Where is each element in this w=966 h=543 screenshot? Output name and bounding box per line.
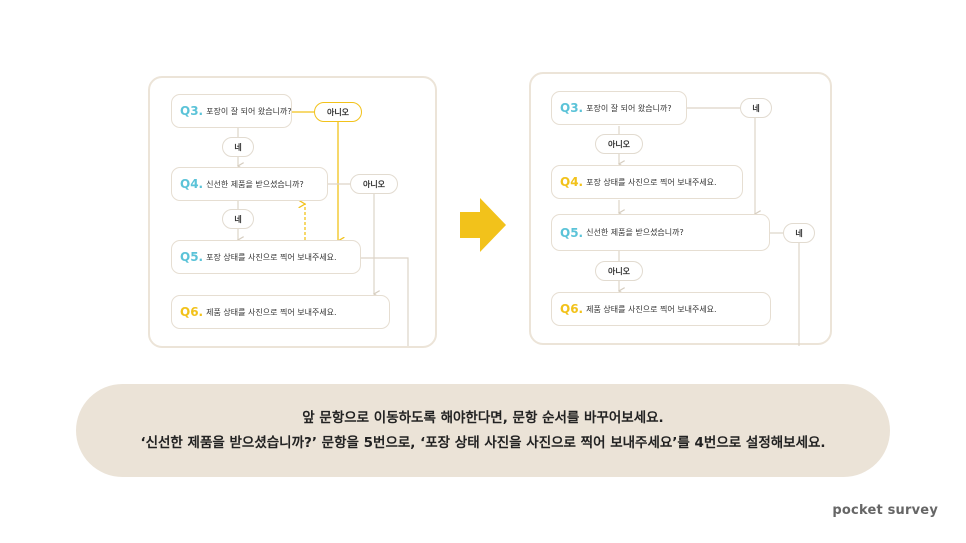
right-q6-number: Q6. [560,302,584,316]
right-q5-yes-pill[interactable]: 네 [783,223,815,243]
left-q4-number: Q4. [180,177,204,191]
left-q5-box[interactable]: Q5. 포장 상태를 사진으로 찍어 보내주세요. [171,240,361,274]
instruction-banner: 앞 문항으로 이동하도록 해야한다면, 문항 순서를 바꾸어보세요. ‘신선한 … [76,384,890,477]
right-q3-yes-pill[interactable]: 네 [740,98,772,118]
right-q3-box[interactable]: Q3. 포장이 잘 되어 왔습니까? [551,91,687,125]
left-q4-box[interactable]: Q4. 신선한 제품을 받으셨습니까? [171,167,328,201]
brand-logo: pocket survey [832,503,938,518]
left-q3-number: Q3. [180,104,204,118]
left-q6-box[interactable]: Q6. 제품 상태를 사진으로 찍어 보내주세요. [171,295,390,329]
right-q5-no-pill[interactable]: 아니오 [595,261,643,281]
left-q3-box[interactable]: Q3. 포장이 잘 되어 왔습니까? [171,94,292,128]
left-q5-number: Q5. [180,250,204,264]
right-q6-text: 제품 상태를 사진으로 찍어 보내주세요. [586,304,717,314]
right-q4-text: 포장 상태를 사진으로 찍어 보내주세요. [586,177,717,187]
left-q4-yes-pill[interactable]: 네 [222,209,254,229]
right-q5-number: Q5. [560,225,584,240]
right-q6-box[interactable]: Q6. 제품 상태를 사진으로 찍어 보내주세요. [551,292,771,326]
left-q6-text: 제품 상태를 사진으로 찍어 보내주세요. [206,307,337,317]
arrow-right-icon [460,198,506,252]
right-q5-box[interactable]: Q5. 신선한 제품을 받으셨습니까? [551,214,770,251]
right-q5-text: 신선한 제품을 받으셨습니까? [586,228,684,237]
left-q5-text: 포장 상태를 사진으로 찍어 보내주세요. [206,252,337,262]
right-q4-number: Q4. [560,175,584,189]
left-q3-text: 포장이 잘 되어 왔습니까? [206,106,292,116]
instruction-line-2: ‘신선한 제품을 받으셨습니까?’ 문항을 5번으로, ‘포장 상태 사진을 사… [140,434,826,451]
left-q6-number: Q6. [180,305,204,319]
right-q3-no-pill[interactable]: 아니오 [595,134,643,154]
right-q3-text: 포장이 잘 되어 왔습니까? [586,103,672,113]
left-q4-no-pill[interactable]: 아니오 [350,174,398,194]
right-q4-box[interactable]: Q4. 포장 상태를 사진으로 찍어 보내주세요. [551,165,743,199]
left-q3-no-pill[interactable]: 아니오 [314,102,362,122]
left-q3-yes-pill[interactable]: 네 [222,137,254,157]
instruction-line-1: 앞 문항으로 이동하도록 해야한다면, 문항 순서를 바꾸어보세요. [302,409,664,426]
left-q4-text: 신선한 제품을 받으셨습니까? [206,179,304,189]
right-q3-number: Q3. [560,101,584,115]
